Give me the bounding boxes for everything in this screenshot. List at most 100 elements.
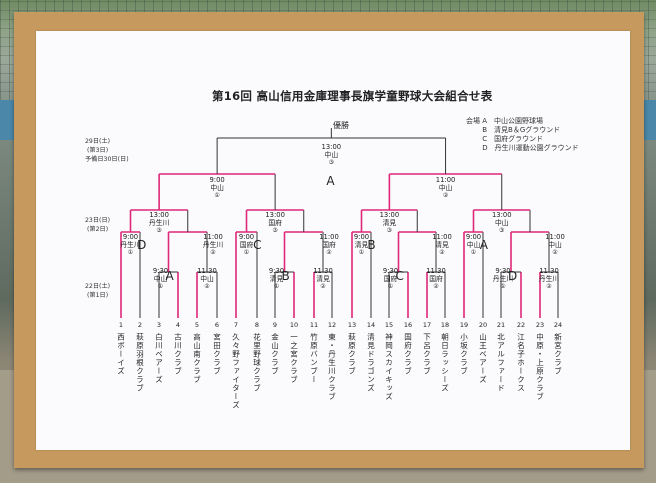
match-time: 11:00 [435, 176, 456, 184]
team-name: 山王ベアーズ [478, 333, 488, 384]
round2-label: (第2日) [87, 226, 109, 233]
match-no: ② [320, 282, 326, 290]
team-number: 16 [403, 321, 413, 329]
match-time: 9:30 [268, 267, 285, 275]
match-venue: 中山 [466, 240, 481, 249]
match-time: 11:30 [313, 267, 333, 275]
team-name: 清見ドラゴンズ [366, 333, 376, 393]
team-name: 萩原クラブ [347, 333, 357, 376]
round1-date: 22日(土) [85, 283, 111, 290]
team-name: 花里野球クラブ [252, 333, 262, 393]
team-number: 11 [309, 321, 319, 329]
match-venue: 丹生川 [538, 274, 560, 283]
match-no: ③ [272, 226, 278, 234]
match-time: 9:00 [238, 233, 255, 241]
team-number: 23 [535, 321, 545, 329]
team-number: 20 [478, 321, 488, 329]
team-number: 1 [118, 321, 124, 329]
team-number: 7 [233, 321, 239, 329]
match-no: ① [500, 282, 506, 290]
team-number: 14 [366, 321, 376, 329]
match-venue: 清見 [354, 240, 369, 249]
round3-note: 予備日30日(日) [85, 156, 129, 163]
round1-label: (第1日) [87, 292, 109, 299]
team-number: 12 [327, 321, 337, 329]
match-time: 9:00 [465, 233, 482, 241]
match-venue: 国府 [268, 218, 282, 227]
court-label: C [253, 238, 262, 252]
team-number: 18 [440, 321, 450, 329]
match-venue: 丹生川 [492, 274, 514, 283]
court-label: A [479, 238, 488, 252]
match-time: 9:00 [209, 176, 225, 184]
match-venue: 中山 [548, 240, 562, 249]
bracket-sheet [36, 31, 630, 450]
match-no: ① [273, 282, 280, 290]
match-venue: 中山 [494, 218, 509, 227]
legend-row: 会場 A 中山公園野球場 [466, 117, 544, 125]
match-no: ② [442, 191, 449, 199]
team-number: 21 [496, 321, 506, 329]
team-number: 10 [289, 321, 299, 329]
match-no: ① [214, 191, 220, 199]
team-name: 国府クラブ [403, 333, 413, 376]
match-venue: 中山 [324, 150, 339, 159]
team-number: 5 [194, 321, 200, 329]
legend-row: B 清見B＆Gグラウンド [466, 126, 561, 134]
match-time: 13:00 [379, 211, 400, 219]
match-time: 13:00 [491, 211, 512, 219]
team-name: 高山南クラブ [192, 333, 202, 384]
match-time: 11:00 [319, 233, 339, 241]
match-no: ② [204, 282, 210, 290]
match-time: 11:00 [432, 233, 452, 241]
team-name: 久々野ファイターズ [231, 333, 241, 410]
champion-label: 優勝 [333, 121, 349, 130]
court-label: B [367, 238, 376, 252]
team-name: 北アルファード [496, 333, 506, 393]
team-number: 3 [156, 321, 162, 329]
team-number: 24 [553, 321, 563, 329]
match-no: ① [243, 248, 250, 256]
match-venue: 国府 [322, 240, 336, 249]
match-venue: 清見 [435, 240, 449, 249]
team-entry: 21 北アルファード [494, 321, 508, 393]
legend-row: C 国府グラウンド [466, 135, 544, 143]
match-time: 9:30 [382, 267, 399, 275]
match-venue: 清見 [382, 218, 397, 227]
match-venue: 丹生川 [202, 240, 224, 249]
match-venue: 中山 [153, 274, 168, 283]
match-no: ① [127, 248, 134, 256]
match-venue: 中山 [210, 183, 224, 192]
team-name: 下呂クラブ [422, 333, 432, 376]
round2-date: 23日(日) [85, 217, 111, 224]
match-venue: 丹生川 [148, 218, 170, 227]
team-name: 金山クラブ [270, 333, 280, 376]
team-entry: 5 高山南クラブ [190, 321, 204, 384]
match-venue: 国府 [239, 240, 254, 249]
team-number: 9 [272, 321, 278, 329]
